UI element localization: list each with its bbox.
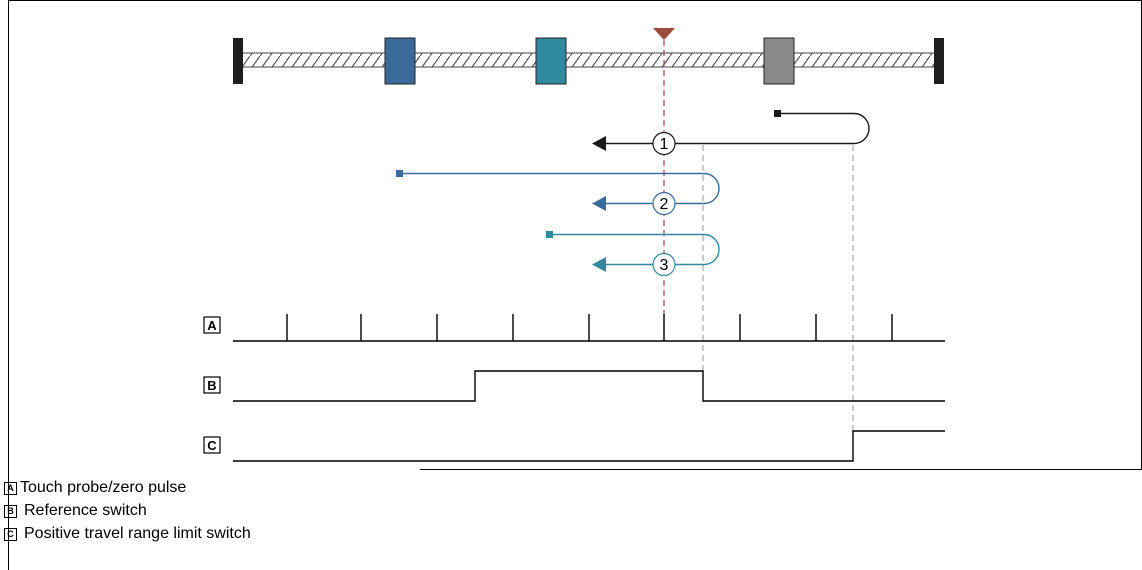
signal-a-label: A [207, 318, 217, 333]
signal-b-label-box [203, 376, 221, 394]
spindle-end-left [233, 38, 243, 84]
reference-marker-icon [653, 28, 675, 40]
legend-item-a: A Touch probe/zero pulse [4, 477, 604, 499]
carriage-block-2 [535, 37, 567, 85]
signal-a-trace [233, 314, 945, 342]
spindle-end-right [934, 38, 944, 84]
signal-c-label: C [207, 438, 217, 453]
travel-path-3 [546, 231, 720, 272]
legend-item-c: C Positive travel range limit switch [4, 523, 604, 545]
signal-c-trace [233, 430, 945, 462]
path-1-number: 1 [660, 136, 669, 153]
path-1-number-circle [652, 131, 676, 156]
travel-path-2 [396, 170, 720, 211]
carriage-block-1 [384, 37, 416, 85]
carriage-block-3 [763, 37, 795, 85]
legend-box-c: C [4, 527, 17, 541]
spindle-shaft [239, 52, 938, 68]
path-2-number: 2 [660, 196, 669, 213]
legend-text-c: Positive travel range limit switch [24, 525, 251, 542]
legend-box-b: B [4, 504, 17, 518]
path-2-number-circle [652, 191, 676, 216]
legend-item-b: B Reference switch [4, 500, 604, 522]
legend-box-a: A [4, 481, 17, 495]
signal-b-label: B [207, 378, 216, 393]
travel-path-1 [592, 110, 870, 151]
signal-c-label-box [203, 436, 221, 454]
signal-b-trace [233, 370, 945, 402]
signal-a-label-box [203, 316, 221, 334]
path-3-number-circle [652, 252, 676, 277]
path-3-number: 3 [660, 257, 669, 274]
legend-text-a: Touch probe/zero pulse [20, 479, 187, 496]
legend-text-b: Reference switch [24, 502, 147, 519]
